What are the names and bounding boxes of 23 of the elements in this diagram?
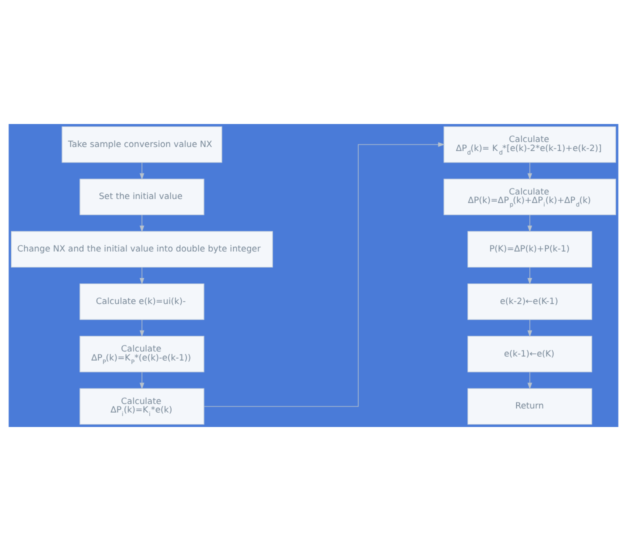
arrow [140, 319, 144, 338]
arrow [527, 162, 532, 180]
node-box: Set the initial value [80, 178, 204, 216]
node-box: e(k-1)←e(K) [467, 336, 592, 372]
arrow [527, 267, 532, 285]
node-box: Return [467, 388, 592, 425]
node-box: Calculate e(k)=ui(k)- [80, 283, 204, 320]
arrow [527, 319, 532, 338]
node-box: e(k-2)←e(K-1) [467, 283, 592, 320]
node-box: Calculate ΔP$_{d}$(k)= K$_{d}$*[e(k)-2*e(k-1)+e(k-2)] [444, 126, 616, 163]
arrow [527, 214, 532, 232]
node-box: Calculate ΔP$_{P}$(k)=K$_{P}$*(e(k)-e(k-1)) [80, 336, 204, 372]
node-box: Change NX and the initial value into double byte integer [11, 231, 273, 268]
arrow [527, 372, 532, 390]
arrow [204, 142, 445, 407]
node-box: Take sample conversion value NX [62, 126, 222, 163]
node-box: P(K)=ΔP(k)+P(k-1) [467, 231, 592, 268]
node-box: Calculate ΔP$_{i}$(k)=K$_{i}$*e(k) [80, 388, 204, 425]
arrow [140, 372, 144, 390]
node-box: Calculate ΔP(k)=ΔP$_{p}$(k)+ΔP$_{i}$(k)+ΔP$_{d}$(k) [444, 178, 616, 216]
arrow [140, 267, 144, 285]
arrow [140, 162, 144, 180]
arrow [140, 214, 144, 232]
